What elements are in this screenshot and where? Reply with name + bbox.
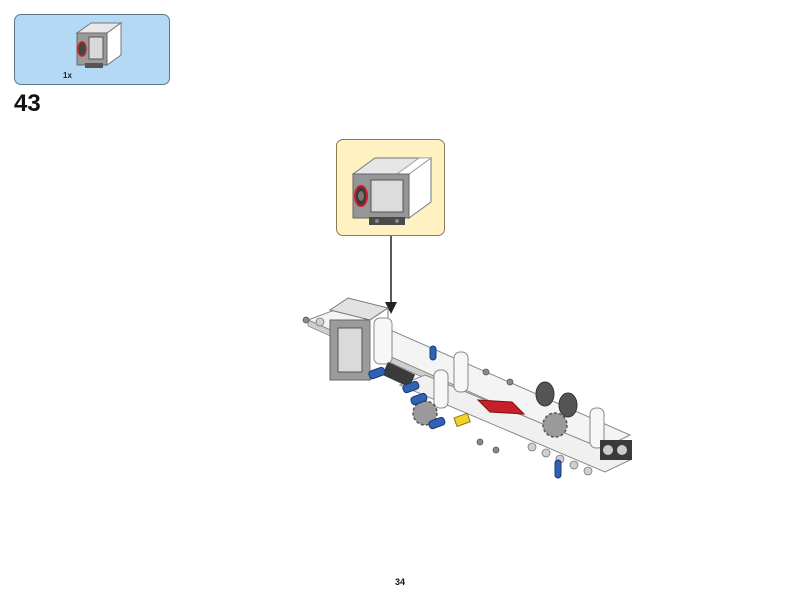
assembled-model bbox=[302, 297, 632, 479]
page-number: 34 bbox=[394, 577, 405, 587]
color-sensor-callout-icon bbox=[351, 157, 433, 225]
placement-arrow bbox=[385, 236, 397, 314]
step-number: 43 bbox=[14, 90, 41, 117]
parts-list-box: 1x bbox=[14, 14, 170, 85]
part-quantity: 1x bbox=[63, 71, 72, 80]
color-sensor-part-icon bbox=[75, 22, 123, 68]
sub-assembly-callout bbox=[336, 139, 445, 236]
